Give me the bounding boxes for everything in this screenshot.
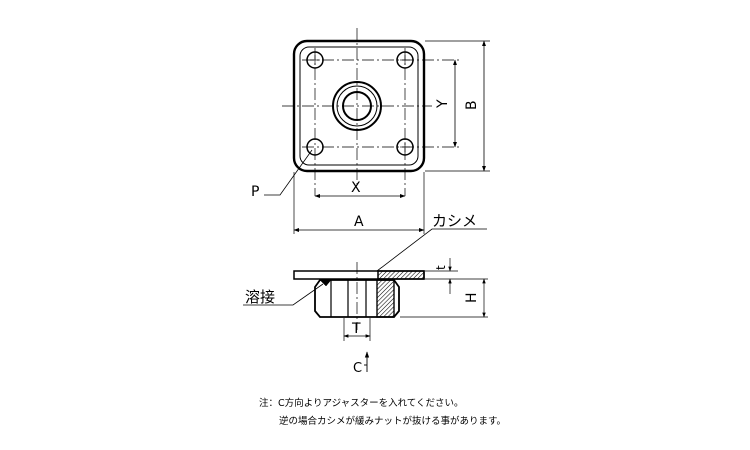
dimension-h: [400, 278, 488, 318]
section-view: [243, 228, 488, 372]
label-a: A: [354, 214, 364, 230]
top-view: [264, 28, 490, 234]
label-y: Y: [435, 99, 451, 109]
nut-section-hatch: [376, 279, 395, 318]
label-kashime: カシメ: [432, 212, 477, 230]
label-h: H: [464, 292, 480, 303]
weld-fillet: [319, 279, 332, 287]
label-p: P: [251, 184, 259, 200]
label-b: B: [464, 100, 480, 110]
label-x: X: [351, 180, 361, 196]
label-yousetsu: 溶接: [245, 288, 275, 306]
center-lines: [282, 28, 460, 196]
label-t: t: [434, 265, 448, 270]
label-t-thread: T: [351, 321, 361, 337]
note-line-2: 逆の場合カシメが緩みナットが抜ける事があります。: [279, 416, 507, 427]
leader-p: [264, 149, 313, 196]
leader-kashime: [376, 228, 487, 272]
extension-lines: [293, 40, 490, 234]
dimension-t-thread: [343, 318, 371, 341]
direction-arrow-c: [364, 351, 370, 372]
leader-yousetsu: [243, 283, 324, 306]
plate-section-hatch: [377, 270, 425, 280]
label-c: C: [353, 361, 362, 376]
note-line-1: 注：C方向よりアジャスターを入れてください。: [259, 398, 464, 409]
dimension-t: [425, 258, 488, 294]
